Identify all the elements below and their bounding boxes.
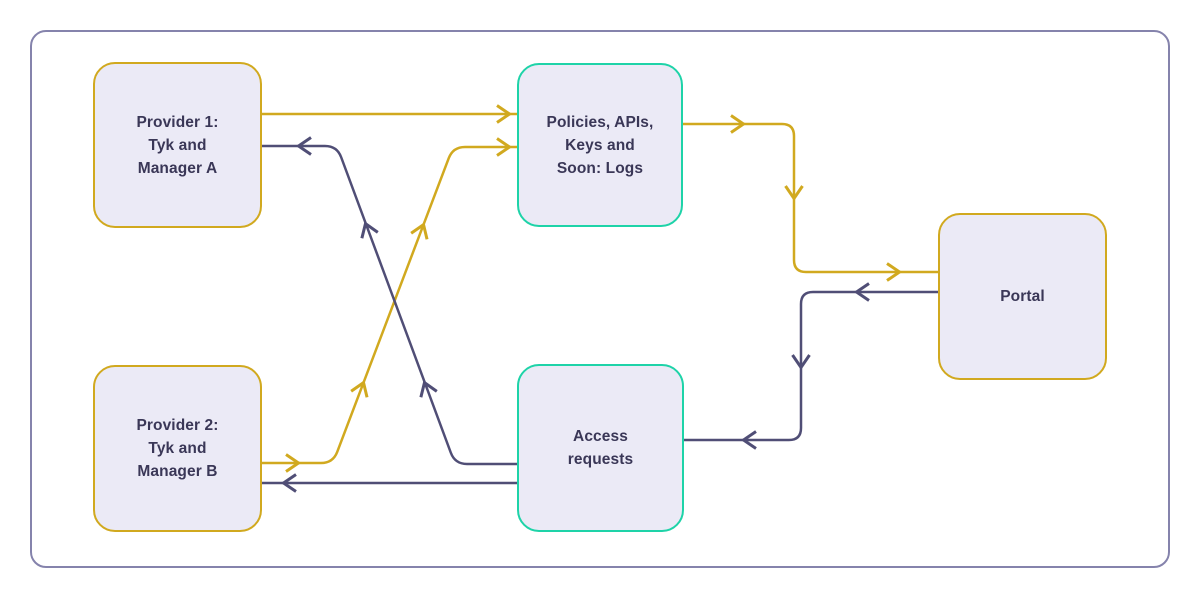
node-provider-1: Provider 1: Tyk and Manager A [93, 62, 262, 228]
node-label: Policies, APIs, Keys and Soon: Logs [546, 113, 654, 177]
node-provider-2: Provider 2: Tyk and Manager B [93, 365, 262, 532]
node-label: Provider 1: Tyk and Manager A [136, 113, 219, 177]
node-policies: Policies, APIs, Keys and Soon: Logs [517, 63, 683, 227]
node-label: Portal [1000, 288, 1045, 305]
diagram-frame [30, 30, 1170, 568]
node-portal: Portal [938, 213, 1107, 380]
node-label: Provider 2: Tyk and Manager B [136, 417, 219, 480]
node-label: Access requests [567, 428, 634, 468]
node-access-requests: Access requests [517, 364, 684, 532]
